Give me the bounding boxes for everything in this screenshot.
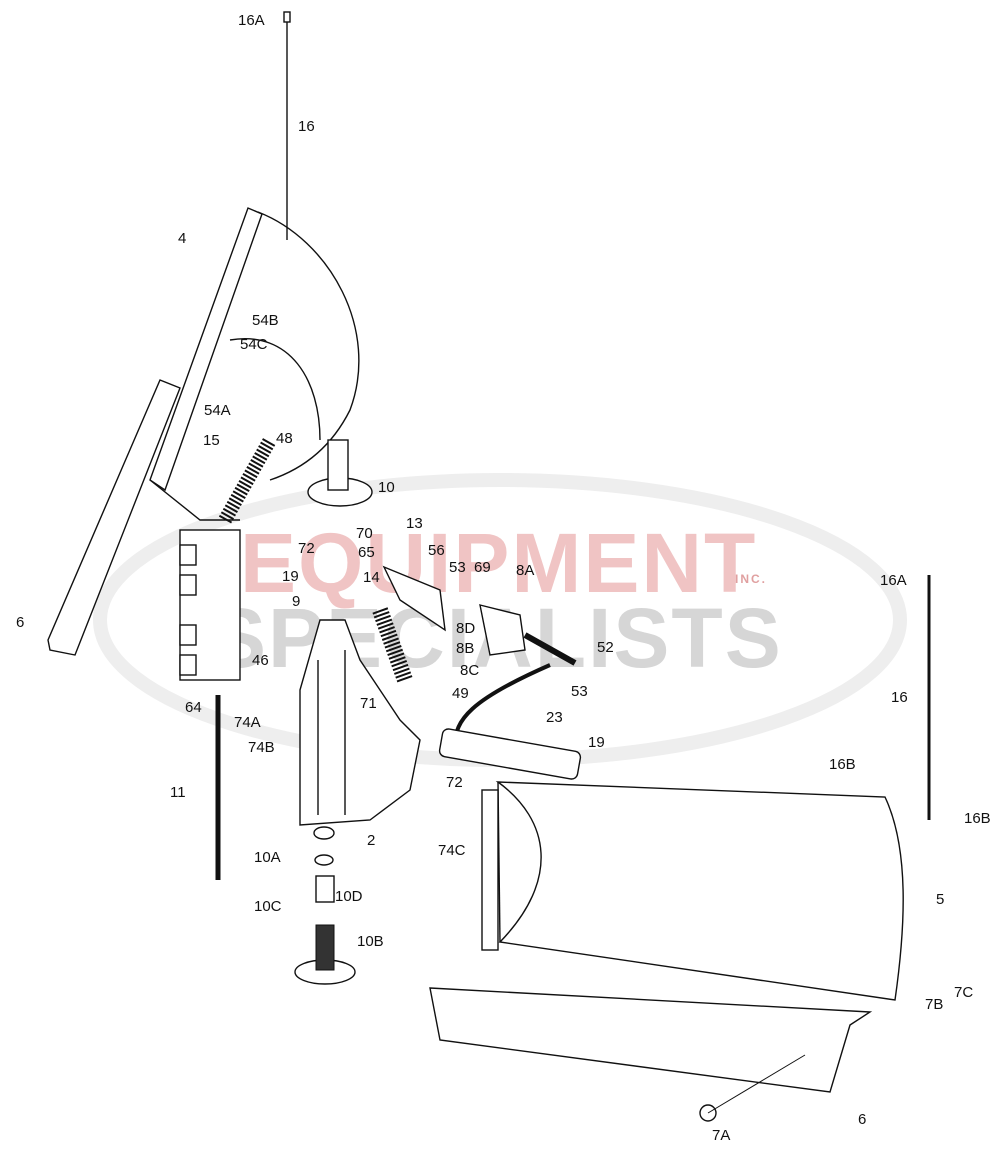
callout-label: 49 (452, 685, 469, 702)
callout-label: 19 (588, 734, 605, 751)
callout-label: 56 (428, 542, 445, 559)
callout-label: 5 (936, 891, 945, 908)
cylinder-19 (438, 728, 582, 780)
callout-label: 72 (298, 540, 315, 557)
callout-label: 52 (597, 639, 614, 656)
callout-label: 72 (446, 774, 463, 791)
spring-15 (218, 436, 277, 524)
callout-label: 54C (240, 336, 268, 353)
callout-label: 74C (438, 842, 466, 859)
callout-label: 70 (356, 525, 373, 542)
callout-label: 23 (546, 709, 563, 726)
callout-label: 53 (571, 683, 588, 700)
callout-label: 46 (252, 652, 269, 669)
callout-label: 53 (449, 559, 466, 576)
callout-label: 2 (367, 832, 376, 849)
callout-label: 65 (358, 544, 375, 561)
callout-label: 10A (254, 849, 281, 866)
spring-14 (372, 607, 413, 683)
callout-label: 74A (234, 714, 261, 731)
callout-label: 10C (254, 898, 282, 915)
callout-label: 16A (880, 572, 907, 589)
callout-label: 16 (891, 689, 908, 706)
callout-label: 15 (203, 432, 220, 449)
callout-label: 64 (185, 699, 202, 716)
callout-label: 7B (925, 996, 944, 1013)
watermark-suffix: INC. (735, 572, 767, 586)
bracket-8a (479, 604, 526, 656)
callout-label: 6 (858, 1111, 867, 1128)
callout-label: 16B (829, 756, 856, 773)
callout-label: 10 (378, 479, 395, 496)
watermark-line1: EQUIPMENT (240, 516, 758, 610)
hinge-right (481, 789, 499, 951)
callout-label: 8C (460, 662, 480, 679)
callout-label: 19 (282, 568, 299, 585)
callout-label: 10B (357, 933, 384, 950)
callout-label: 9 (292, 593, 301, 610)
center-frame-2 (299, 619, 421, 826)
callout-label: 54B (252, 312, 279, 329)
callout-label: 71 (360, 695, 377, 712)
callout-label: 7A (712, 1127, 731, 1144)
callout-label: 16 (298, 118, 315, 135)
callout-label: 8B (456, 640, 475, 657)
callout-label: 16A (238, 12, 265, 29)
right-moldboard-5 (495, 781, 904, 1001)
plate-13 (382, 565, 446, 632)
callout-label: 16B (964, 810, 991, 827)
callout-label: 48 (276, 430, 293, 447)
callout-label: 11 (170, 784, 186, 801)
callout-label: 6 (16, 614, 25, 631)
callout-label: 13 (406, 515, 423, 532)
callout-label: 4 (178, 230, 187, 247)
callout-label: 54A (204, 402, 231, 419)
callout-label: 10D (335, 888, 363, 905)
callout-label: 7C (954, 984, 974, 1001)
left-moldboard (47, 207, 360, 656)
callout-label: 69 (474, 559, 491, 576)
cutting-edge-6 (429, 987, 873, 1093)
callout-label: 14 (363, 569, 380, 586)
callout-label: 8A (516, 562, 535, 579)
callout-label: 74B (248, 739, 275, 756)
callout-label: 8D (456, 620, 476, 637)
